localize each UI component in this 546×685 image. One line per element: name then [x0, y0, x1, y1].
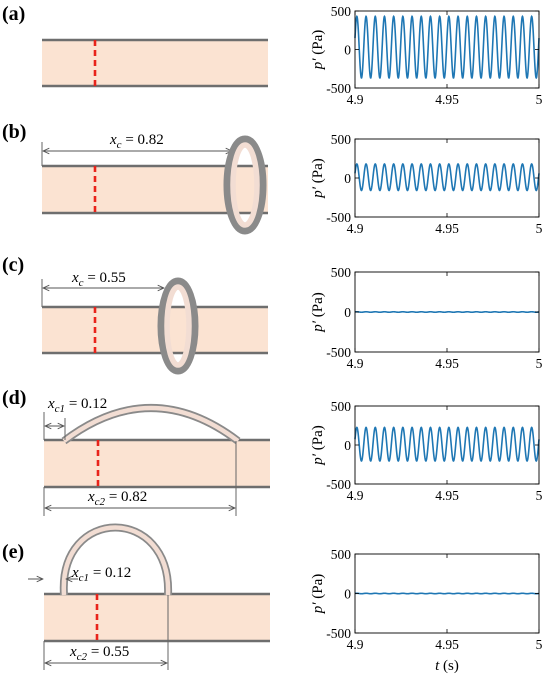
- xc2-annotation: xc2 = 0.55: [69, 644, 129, 663]
- y-axis-label: p′ (Pa): [310, 574, 326, 615]
- ring-resonator: [157, 277, 199, 375]
- x-tick-label: 4.95: [435, 488, 459, 503]
- y-tick-label: 500: [331, 547, 352, 562]
- y-tick-label: -500: [326, 81, 351, 96]
- y-axis-label: p′ (Pa): [310, 158, 326, 199]
- xc1-annotation: xc1 = 0.12: [47, 396, 107, 415]
- x-tick-label: 4.95: [435, 92, 459, 107]
- panel-label-c: (c): [2, 254, 24, 276]
- duct: [44, 594, 270, 641]
- schematic-e: xc1 = 0.12 xc2 = 0.55: [28, 523, 270, 670]
- pressure-signal-line: [354, 14, 540, 79]
- panel-label-e: (e): [2, 541, 24, 563]
- xc-annotation: xc = 0.55: [71, 270, 126, 289]
- y-tick-label: 500: [331, 132, 352, 147]
- y-tick-label: -500: [326, 626, 351, 641]
- y-axis-label: p′ (Pa): [310, 425, 326, 466]
- y-tick-label: 0: [344, 438, 351, 453]
- y-tick-label: -500: [326, 210, 351, 225]
- panel-label-d: (d): [2, 387, 26, 409]
- y-tick-label: -500: [326, 345, 351, 360]
- duct: [42, 40, 268, 86]
- schematic-b: xc = 0.82: [41, 132, 268, 235]
- x-tick-label: 5: [536, 92, 543, 107]
- x-tick-label: 5: [536, 221, 543, 236]
- y-tick-label: 500: [331, 4, 352, 19]
- x-axis-label: t (s): [435, 658, 459, 674]
- x-tick-label: 4.9: [347, 356, 364, 371]
- panel-label-a: (a): [2, 3, 25, 25]
- x-tick-label: 4.95: [435, 356, 459, 371]
- xc1-annotation: xc1 = 0.12: [71, 565, 131, 584]
- y-tick-label: -500: [326, 477, 351, 492]
- bypass-tube-inner: [61, 525, 171, 596]
- xc-annotation: xc = 0.82: [109, 132, 164, 151]
- bypass-tube: [59, 523, 173, 596]
- x-tick-label: 4.9: [347, 92, 364, 107]
- duct: [42, 307, 268, 353]
- y-tick-label: 500: [331, 265, 352, 280]
- x-tick-label: 5: [536, 356, 543, 371]
- pressure-signal-line: [354, 163, 540, 192]
- y-axis-label: p′ (Pa): [310, 30, 326, 71]
- schematic-c: xc = 0.55: [41, 270, 268, 375]
- x-tick-label: 4.95: [435, 637, 459, 652]
- y-tick-label: 0: [344, 587, 351, 602]
- pressure-signal-line: [354, 426, 540, 462]
- y-tick-label: 500: [331, 399, 352, 414]
- xc2-annotation: xc2 = 0.82: [87, 489, 147, 508]
- x-tick-label: 4.9: [347, 637, 364, 652]
- schematic-d: xc1 = 0.12 xc2 = 0.82: [43, 396, 270, 516]
- x-tick-label: 5: [536, 488, 543, 503]
- y-tick-label: 0: [344, 171, 351, 186]
- x-tick-label: 5: [536, 637, 543, 652]
- y-tick-label: 0: [344, 305, 351, 320]
- y-axis-label: p′ (Pa): [310, 292, 326, 333]
- x-tick-label: 4.9: [347, 221, 364, 236]
- panel-label-b: (b): [2, 121, 26, 143]
- bypass-tube-inner: [62, 405, 240, 443]
- y-tick-label: 0: [344, 43, 351, 58]
- x-tick-label: 4.9: [347, 488, 364, 503]
- ring-resonator-inner: [164, 284, 192, 368]
- ring-resonator-inner: [230, 142, 260, 228]
- duct: [44, 440, 270, 487]
- x-tick-label: 4.95: [435, 221, 459, 236]
- schematic-a: [42, 38, 268, 88]
- ring-resonator: [223, 135, 267, 235]
